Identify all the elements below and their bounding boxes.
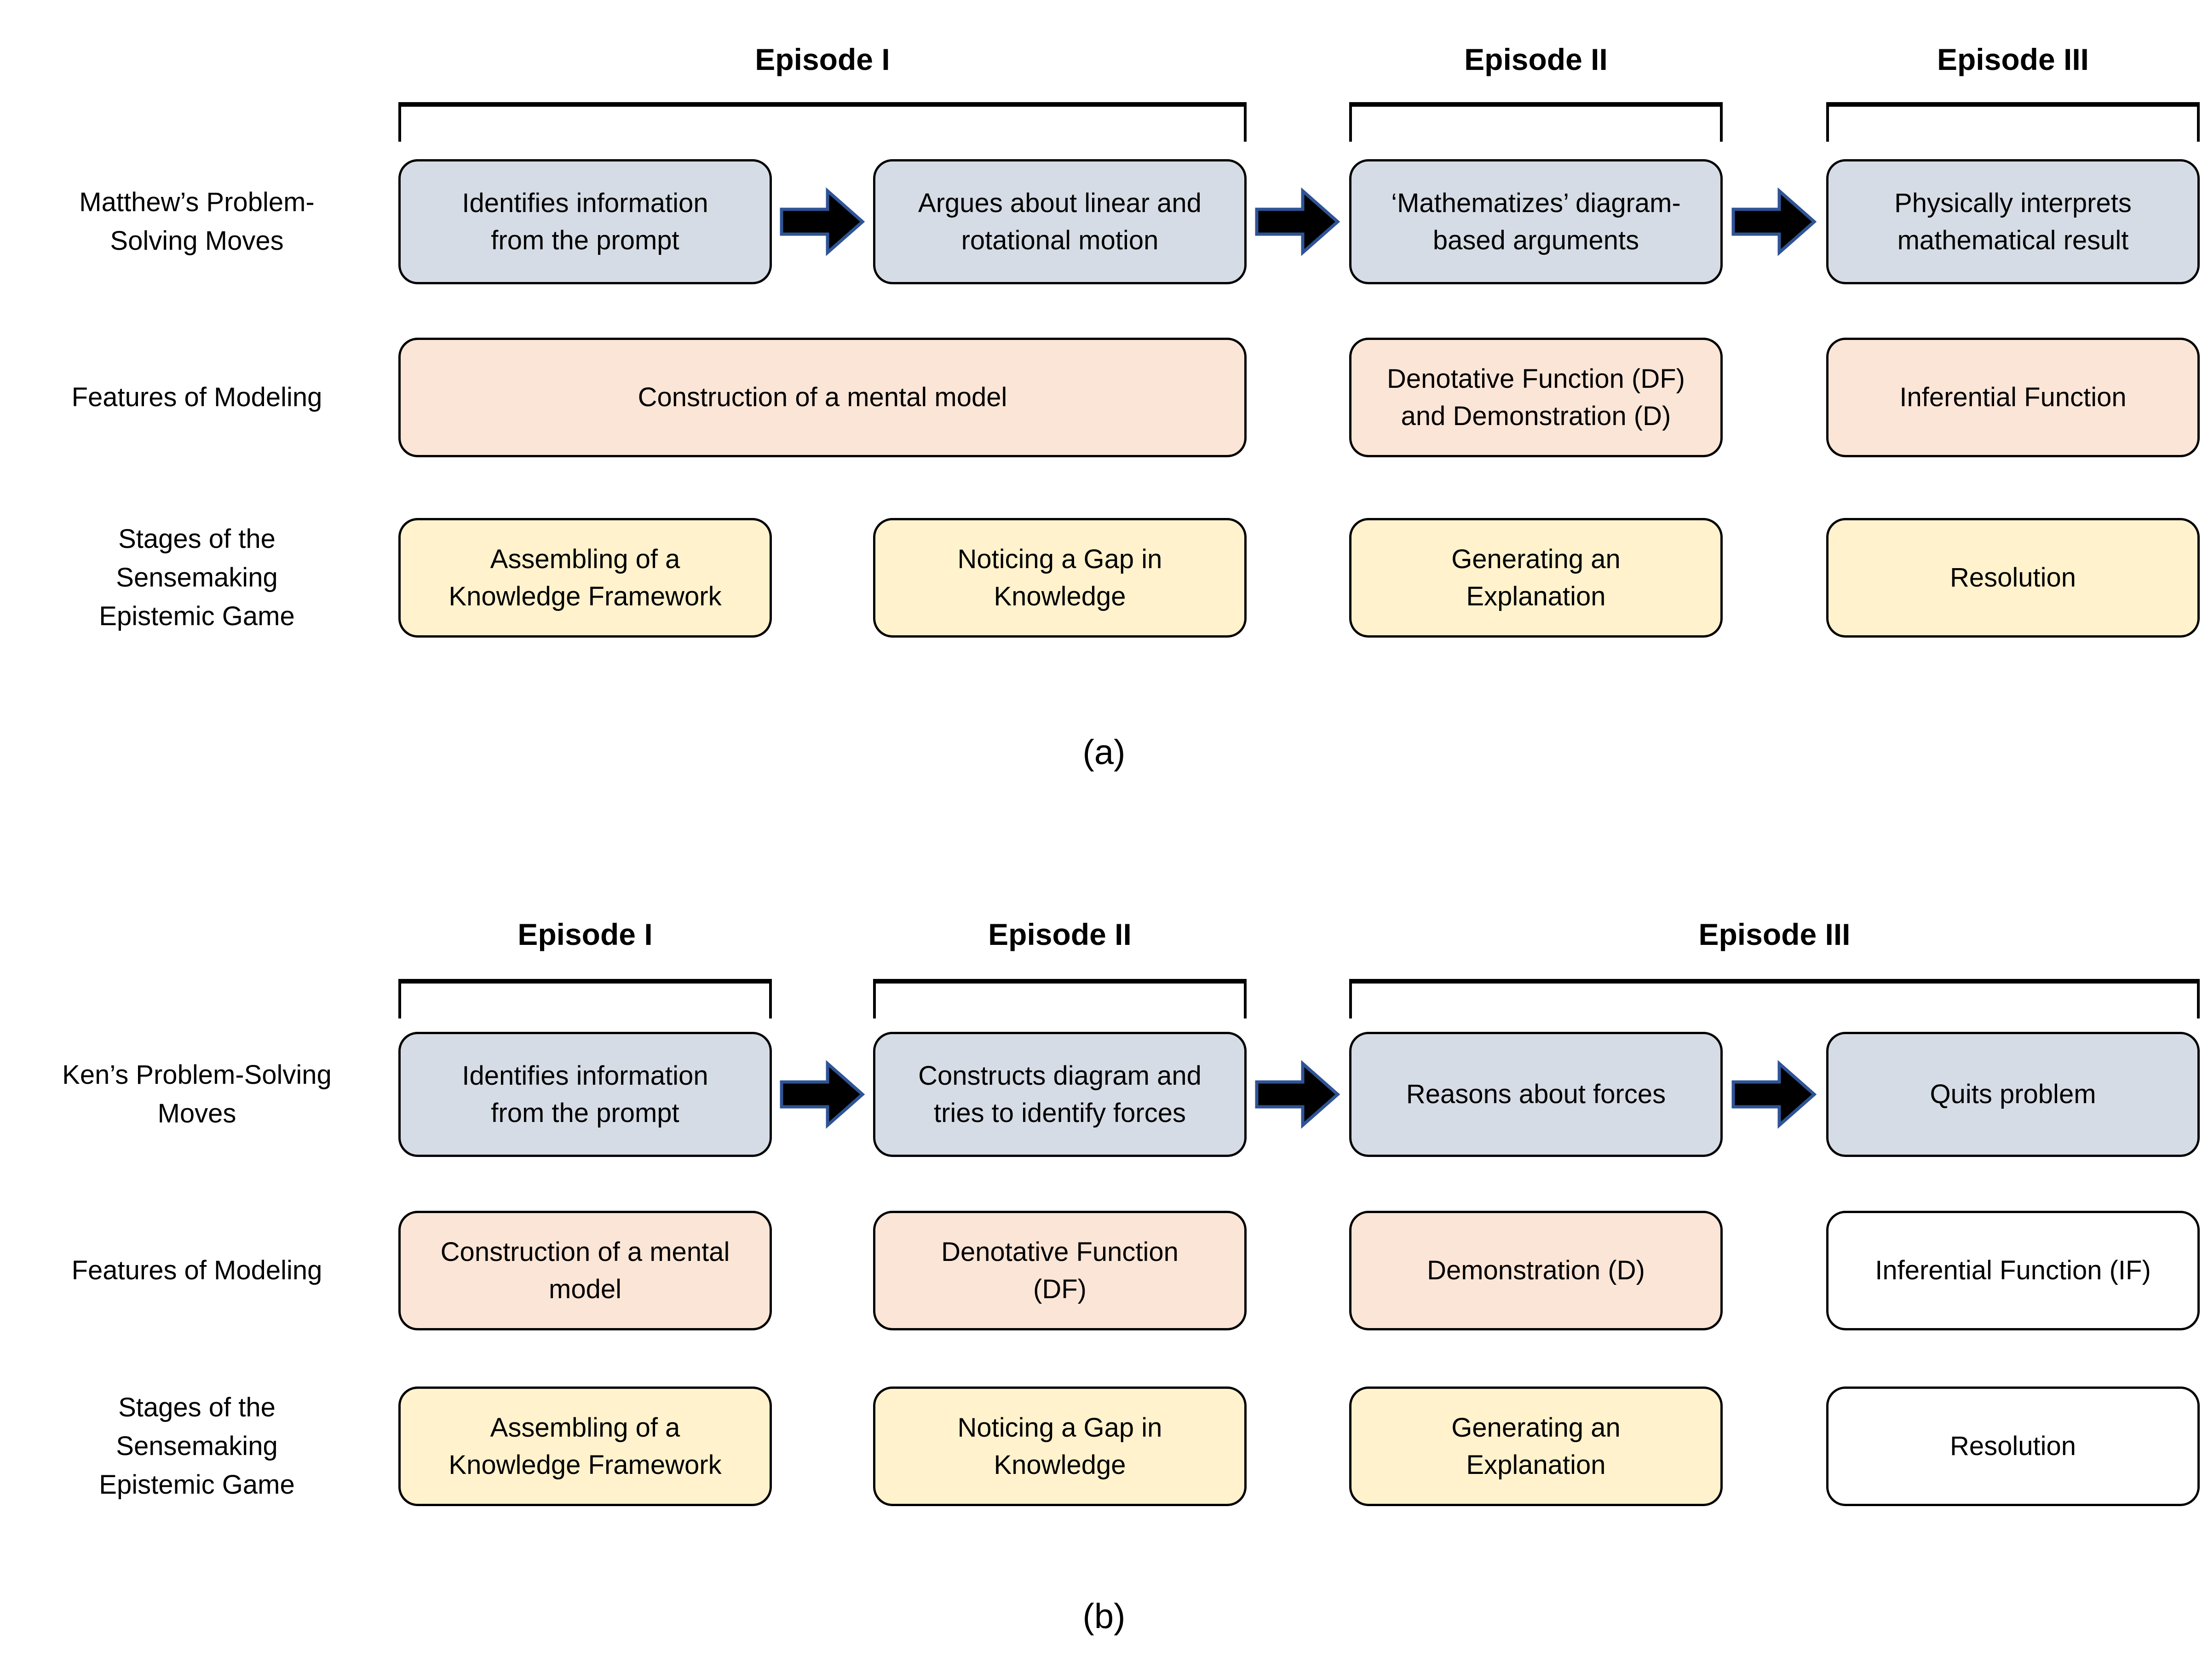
row-label-features: Features of Modeling <box>71 382 322 412</box>
move-box: Constructs diagram and tries to identify… <box>873 1032 1247 1157</box>
stage-box: Assembling of a Knowledge Framework <box>398 1387 772 1506</box>
flow-arrow-icon <box>1731 187 1817 256</box>
move-box: ‘Mathematizes’ diagram- based arguments <box>1349 159 1723 284</box>
feature-box: Inferential Function (IF) <box>1826 1211 2200 1330</box>
stage-box-text: Noticing a Gap in Knowledge <box>957 544 1162 611</box>
stage-box: Noticing a Gap in Knowledge <box>873 1387 1247 1506</box>
stage-box-text: Resolution <box>1949 563 2076 593</box>
move-box-text: Reasons about forces <box>1406 1079 1666 1110</box>
episode-bracket <box>398 102 1247 142</box>
stage-box-text: Noticing a Gap in Knowledge <box>957 1412 1162 1480</box>
row-label-stages: Stages of the Sensemaking Epistemic Game <box>99 524 295 632</box>
stage-box: Generating an Explanation <box>1349 518 1723 638</box>
row-label-moves: Ken’s Problem-Solving Moves <box>62 1059 332 1128</box>
move-box: Argues about linear and rotational motio… <box>873 159 1247 284</box>
feature-box-text: Denotative Function (DF) <box>941 1237 1179 1304</box>
episode-header: Episode III <box>1698 917 1851 951</box>
flow-arrow-icon <box>780 187 865 256</box>
stage-box-text: Resolution <box>1949 1431 2076 1461</box>
feature-box-text: Denotative Function (DF) and Demonstrati… <box>1387 363 1685 431</box>
stage-box-text: Generating an Explanation <box>1451 544 1621 611</box>
feature-box: Denotative Function (DF) <box>873 1211 1247 1330</box>
episode-header: Episode I <box>518 917 653 951</box>
episode-header: Episode II <box>1464 42 1608 76</box>
episode-header: Episode III <box>1937 42 2089 76</box>
feature-box-text: Inferential Function <box>1899 382 2127 413</box>
row-label-stages: Stages of the Sensemaking Epistemic Game <box>99 1392 295 1500</box>
stage-box: Generating an Explanation <box>1349 1387 1723 1506</box>
feature-box-text: Construction of a mental model <box>638 382 1007 413</box>
panel-caption: (a) <box>1082 733 1126 772</box>
stage-box: Noticing a Gap in Knowledge <box>873 518 1247 638</box>
feature-box-text: Demonstration (D) <box>1427 1255 1645 1286</box>
stage-box: Resolution <box>1826 1387 2200 1506</box>
move-box: Quits problem <box>1826 1032 2200 1157</box>
flow-arrow-icon <box>1255 187 1340 256</box>
feature-box: Construction of a mental model <box>398 1211 772 1330</box>
move-box-text: Identifies information from the prompt <box>462 1060 708 1128</box>
move-box-text: Physically interprets mathematical resul… <box>1894 188 2132 255</box>
move-box: Physically interprets mathematical resul… <box>1826 159 2200 284</box>
episode-bracket <box>398 979 772 1018</box>
flow-arrow-icon <box>1255 1060 1340 1129</box>
feature-box: Inferential Function <box>1826 338 2200 457</box>
stage-box: Assembling of a Knowledge Framework <box>398 518 772 638</box>
episode-bracket <box>1349 102 1723 142</box>
flow-arrow-icon <box>1731 1060 1817 1129</box>
episode-bracket <box>1349 979 2200 1018</box>
episode-header: Episode II <box>988 917 1132 951</box>
move-box-text: ‘Mathematizes’ diagram- based arguments <box>1391 188 1681 255</box>
episode-bracket <box>873 979 1247 1018</box>
panel-caption: (b) <box>1082 1597 1126 1636</box>
stage-box-text: Assembling of a Knowledge Framework <box>448 1412 722 1480</box>
stage-box: Resolution <box>1826 518 2200 638</box>
move-box: Reasons about forces <box>1349 1032 1723 1157</box>
stage-box-text: Assembling of a Knowledge Framework <box>448 544 722 611</box>
row-label-features: Features of Modeling <box>71 1255 322 1285</box>
flow-arrow-icon <box>780 1060 865 1129</box>
stage-box-text: Generating an Explanation <box>1451 1412 1621 1480</box>
episode-bracket <box>1826 102 2200 142</box>
row-label-moves: Matthew’s Problem- Solving Moves <box>79 187 315 256</box>
feature-box: Demonstration (D) <box>1349 1211 1723 1330</box>
feature-box: Construction of a mental model <box>398 338 1247 457</box>
feature-box-text: Construction of a mental model <box>440 1237 730 1304</box>
move-box: Identifies information from the prompt <box>398 1032 772 1157</box>
feature-box-text: Inferential Function (IF) <box>1875 1255 2151 1286</box>
move-box: Identifies information from the prompt <box>398 159 772 284</box>
move-box-text: Quits problem <box>1930 1079 2096 1110</box>
move-box-text: Identifies information from the prompt <box>462 188 708 255</box>
move-box-text: Argues about linear and rotational motio… <box>918 188 1202 255</box>
feature-box: Denotative Function (DF) and Demonstrati… <box>1349 338 1723 457</box>
episode-header: Episode I <box>755 42 890 76</box>
move-box-text: Constructs diagram and tries to identify… <box>918 1060 1202 1128</box>
